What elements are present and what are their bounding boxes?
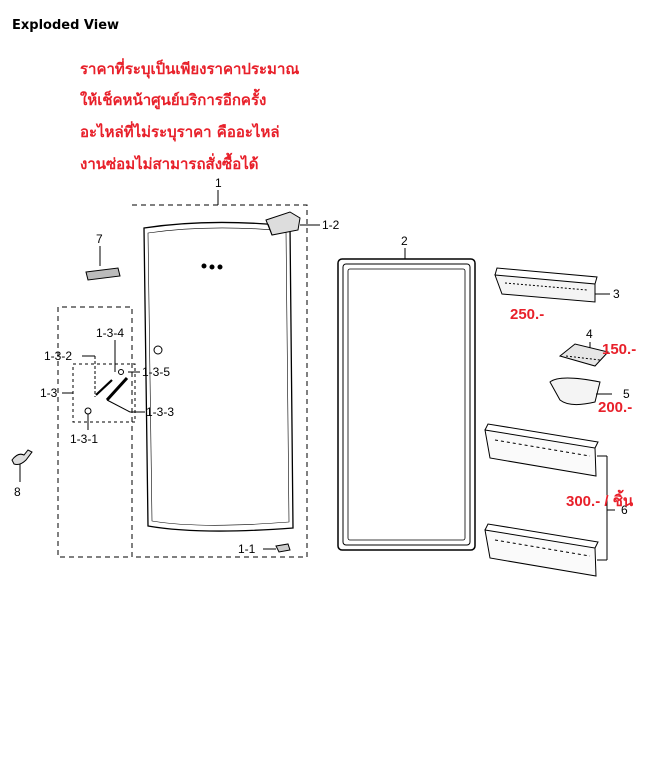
small-tray-part [549,377,601,406]
label-part-1: 1 [215,176,222,190]
door-shelf-upper-part [484,429,597,477]
label-part-1-1: 1-1 [238,542,256,556]
label-part-2: 2 [401,234,408,248]
gasket-part [337,258,476,551]
price-note-line-4: งานซ่อมไม่สามารถสั่งซื้อได้ [80,155,259,173]
price-part-4: 150.- [602,341,637,358]
door-shelf-lower-part [484,529,597,577]
key-part [11,449,33,465]
label-part-8: 8 [14,485,21,499]
price-note-line-2: ให้เช็คหน้าศูนย์บริการอีกครั้ง [80,91,267,109]
label-part-1-3-5: 1-3-5 [142,365,171,379]
tray-lid-part [558,343,609,367]
door-hole [209,264,215,270]
page-title: Exploded View [12,18,120,33]
label-part-6: 6 [621,503,628,517]
label-part-1-2: 1-2 [322,218,340,232]
price-note-line-1: ราคาที่ระบุเป็นเพียงราคาประมาณ [80,60,300,78]
hinge-pin-part [153,345,163,355]
bottom-cap-part [275,543,291,553]
door-panel [143,221,294,532]
label-part-1-3-1: 1-3-1 [70,432,99,446]
price-part-6: 300.- / ชิ้น [566,493,634,510]
door-hole [217,264,223,270]
label-part-3: 3 [613,287,620,301]
label-part-1-3-2: 1-3-2 [44,349,73,363]
label-part-7: 7 [96,232,103,246]
door-assembly-boundary [57,204,308,558]
label-part-5: 5 [623,387,630,401]
door-panel-inner-edge [147,227,290,526]
price-part-5: 200.- [598,399,633,416]
price-part-3: 250.- [510,306,545,323]
gasket-plug-part [85,267,121,281]
price-note-line-3: อะไหล่ที่ไม่ระบุราคา คืออะไหล่ [80,123,280,141]
label-part-1-3-4: 1-3-4 [96,326,125,340]
sub-assembly-boundary [72,363,136,423]
door-hole [201,263,207,269]
label-part-4: 4 [586,327,593,341]
egg-tray-part [494,274,596,303]
label-part-1-3: 1-3 [40,386,58,400]
label-part-1-3-3: 1-3-3 [146,405,175,419]
